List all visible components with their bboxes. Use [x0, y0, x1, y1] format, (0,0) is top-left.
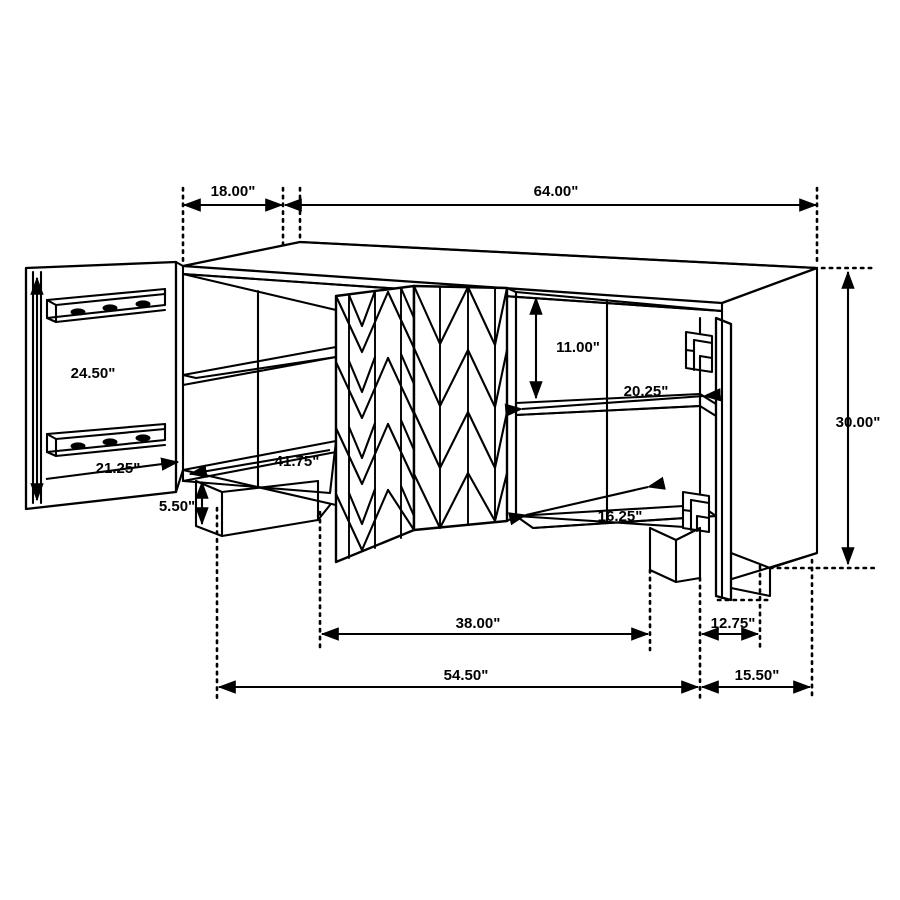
dim-right-upper-height: 11.00": [556, 339, 600, 356]
right-door-open[interactable]: [681, 316, 733, 602]
dim-center-door-width: 38.00": [456, 615, 501, 632]
dim-left-interior-width: 41.75": [275, 453, 320, 470]
cabinet-right-side-panel: [720, 266, 819, 600]
hinge-cup: [684, 330, 714, 374]
dim-left-door-width: 21.25": [96, 460, 141, 477]
dim-right-side-depth: 15.50": [735, 667, 780, 684]
center-chevron-door[interactable]: [334, 284, 518, 564]
dim-overall-height: 30.00": [836, 414, 881, 431]
dim-right-foot-width: 12.75": [711, 615, 756, 632]
dimension-labels: 18.00" 64.00" 24.50" 21.25" 41.75" 5.50"…: [71, 183, 881, 684]
dim-top-width: 64.00": [534, 183, 579, 200]
dim-right-shelf-width: 20.25": [624, 383, 669, 400]
extension-lines: [181, 186, 877, 702]
hinge-plate: [45, 422, 167, 458]
dim-left-door-height: 24.50": [71, 365, 116, 382]
interior-shelf-left: [181, 345, 338, 387]
dim-top-left-depth: 18.00": [211, 183, 256, 200]
dimension-lines: [30, 198, 855, 694]
hinge-cup: [681, 490, 711, 534]
dim-front-width: 54.50": [444, 667, 489, 684]
base-plinth-right: [648, 526, 819, 598]
dim-right-lower-shelf-width: 16.25": [598, 508, 643, 525]
hinge-plate: [45, 287, 167, 324]
dim-base-height: 5.50": [159, 498, 195, 515]
